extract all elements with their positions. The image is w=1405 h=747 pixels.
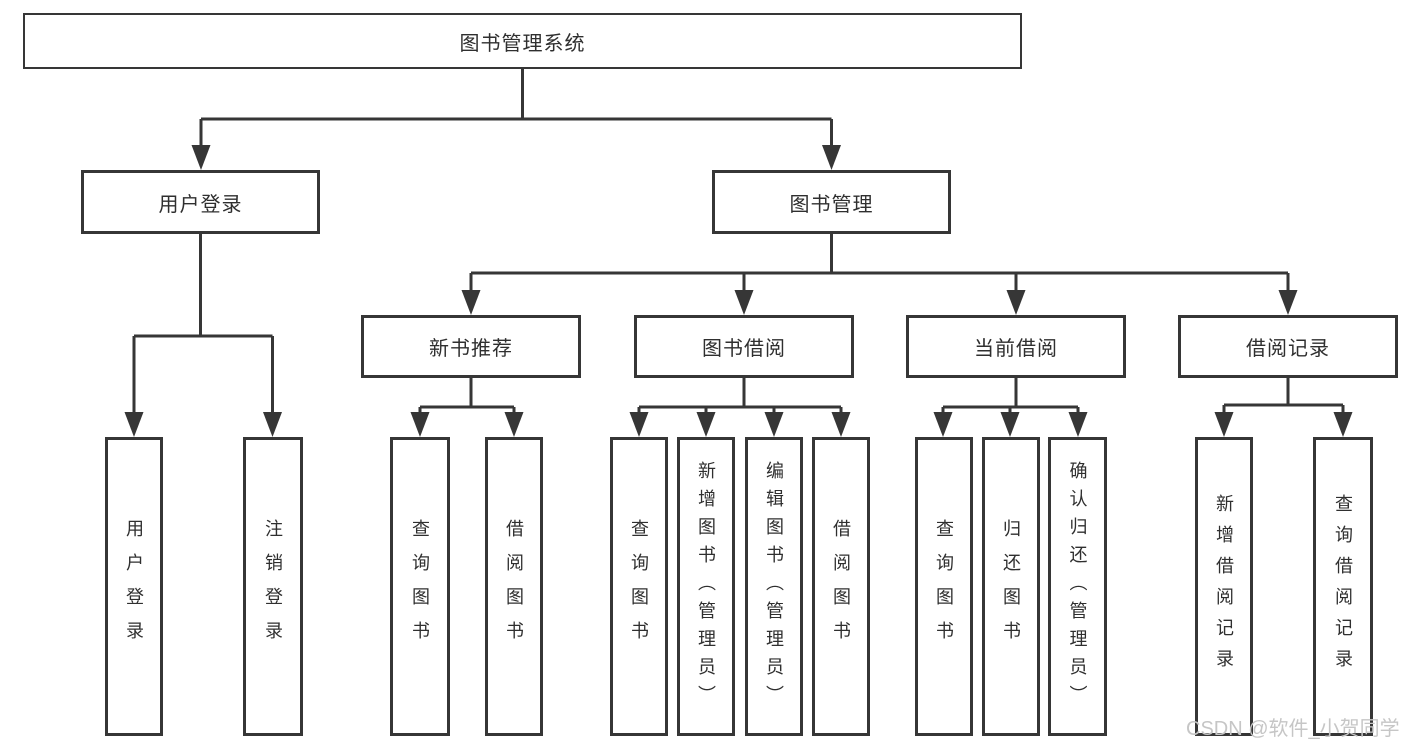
- leaf-query-books-borrowing: 查询图书: [610, 437, 668, 736]
- leaf-return-books: 归还图书: [982, 437, 1040, 736]
- node-label: 借阅图书: [504, 518, 524, 655]
- node-label: 借阅记录: [1246, 338, 1330, 360]
- node-label: 图书借阅: [702, 338, 786, 360]
- node-label: 查询借阅记录: [1333, 493, 1353, 680]
- leaf-query-books-current: 查询图书: [915, 437, 973, 736]
- leaf-add-borrow-record: 新增借阅记录: [1195, 437, 1253, 736]
- node-label: 新增借阅记录: [1214, 493, 1234, 680]
- leaf-query-books-recommend: 查询图书: [390, 437, 450, 736]
- node-label: 图书管理系统: [459, 32, 586, 55]
- node-label: 用户登录: [158, 193, 243, 216]
- node-label: 用户登录: [124, 518, 144, 655]
- node-book-borrowing: 图书借阅: [634, 315, 854, 378]
- node-label: 图书管理: [789, 193, 874, 216]
- csdn-watermark: CSDN @软件_小贺同学: [1186, 718, 1400, 740]
- leaf-confirm-return-admin: 确认归还（管理员）: [1048, 437, 1107, 736]
- node-label: 当前借阅: [974, 338, 1058, 360]
- node-label: 查询图书: [629, 518, 649, 655]
- node-root-library-system: 图书管理系统: [23, 13, 1022, 69]
- node-label: 注销登录: [263, 518, 283, 655]
- leaf-add-books-admin: 新增图书（管理员）: [677, 437, 735, 736]
- node-label: 归还图书: [1001, 518, 1021, 655]
- node-label: 借阅图书: [831, 518, 851, 655]
- leaf-query-borrow-record: 查询借阅记录: [1313, 437, 1373, 736]
- leaf-user-login: 用户登录: [105, 437, 163, 736]
- node-label: 编辑图书（管理员）: [764, 460, 784, 713]
- node-user-login: 用户登录: [81, 170, 320, 234]
- arrowheads: [124, 145, 1353, 437]
- node-label: 新增图书（管理员）: [696, 460, 716, 713]
- leaf-borrow-books-recommend: 借阅图书: [485, 437, 543, 736]
- node-book-management: 图书管理: [712, 170, 951, 234]
- node-new-book-recommendation: 新书推荐: [361, 315, 581, 378]
- node-label: 新书推荐: [429, 338, 513, 360]
- node-current-borrowing: 当前借阅: [906, 315, 1126, 378]
- node-label: 确认归还（管理员）: [1067, 460, 1088, 713]
- node-borrowing-records: 借阅记录: [1178, 315, 1398, 378]
- node-label: 查询图书: [934, 518, 954, 655]
- leaf-borrow-books: 借阅图书: [812, 437, 870, 736]
- node-label: 查询图书: [410, 518, 430, 655]
- leaf-logout: 注销登录: [243, 437, 303, 736]
- leaf-edit-books-admin: 编辑图书（管理员）: [745, 437, 803, 736]
